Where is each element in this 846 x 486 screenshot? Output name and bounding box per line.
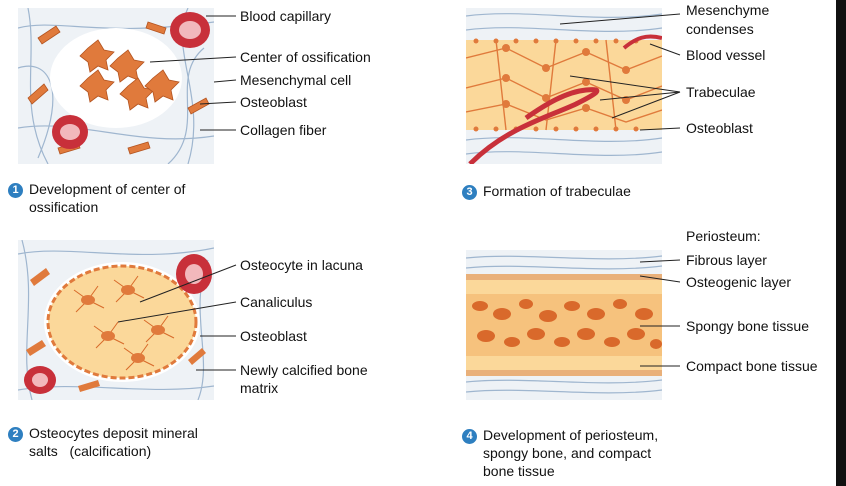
- caption-4-line-3: bone tissue: [483, 463, 555, 479]
- label-blood-capillary: Blood capillary: [240, 8, 331, 24]
- caption-4-line-1: Development of periosteum,: [483, 427, 658, 443]
- step-4-badge: 4: [462, 429, 477, 444]
- label-osteocyte-in-lacuna: Osteocyte in lacuna: [240, 257, 363, 273]
- caption-2-line-2: salts (calcification): [29, 443, 151, 459]
- caption-step-2: 2 Osteocytes deposit mineral salts (calci…: [8, 424, 248, 460]
- label-matrix: matrix: [240, 380, 278, 396]
- right-edge-bar: [836, 0, 846, 486]
- caption-step-1: 1 Development of center of ossification: [8, 180, 238, 216]
- step-3-badge: 3: [462, 185, 477, 200]
- step-2-badge: 2: [8, 427, 23, 442]
- label-mesenchymal-cell: Mesenchymal cell: [240, 72, 351, 88]
- label-canaliculus: Canaliculus: [240, 294, 312, 310]
- label-newly-calcified-bone: Newly calcified bone: [240, 362, 368, 378]
- label-spongy-bone-tissue: Spongy bone tissue: [686, 318, 809, 334]
- caption-1-line-2: ossification: [29, 199, 98, 215]
- label-center-of-ossification: Center of ossification: [240, 49, 371, 65]
- label-compact-bone-tissue: Compact bone tissue: [686, 358, 818, 374]
- label-trabeculae: Trabeculae: [686, 84, 756, 100]
- caption-step-4: 4 Development of periosteum, spongy bone,…: [462, 426, 742, 480]
- label-osteoblast-2: Osteoblast: [240, 328, 307, 344]
- label-osteoblast-1: Osteoblast: [240, 94, 307, 110]
- label-blood-vessel: Blood vessel: [686, 47, 765, 63]
- caption-3-line-1: Formation of trabeculae: [483, 183, 631, 199]
- caption-4-line-2: spongy bone, and compact: [483, 445, 651, 461]
- label-condenses: condenses: [686, 21, 754, 37]
- caption-step-3: 3 Formation of trabeculae: [462, 182, 722, 200]
- label-periosteum: Periosteum:: [686, 228, 761, 244]
- label-osteoblast-3: Osteoblast: [686, 120, 753, 136]
- caption-1-line-1: Development of center of: [29, 181, 185, 197]
- caption-2-line-1: Osteocytes deposit mineral: [29, 425, 198, 441]
- label-fibrous-layer: Fibrous layer: [686, 252, 767, 268]
- step-1-badge: 1: [8, 183, 23, 198]
- label-osteogenic-layer: Osteogenic layer: [686, 274, 791, 290]
- label-mesenchyme: Mesenchyme: [686, 2, 769, 18]
- label-collagen-fiber: Collagen fiber: [240, 122, 326, 138]
